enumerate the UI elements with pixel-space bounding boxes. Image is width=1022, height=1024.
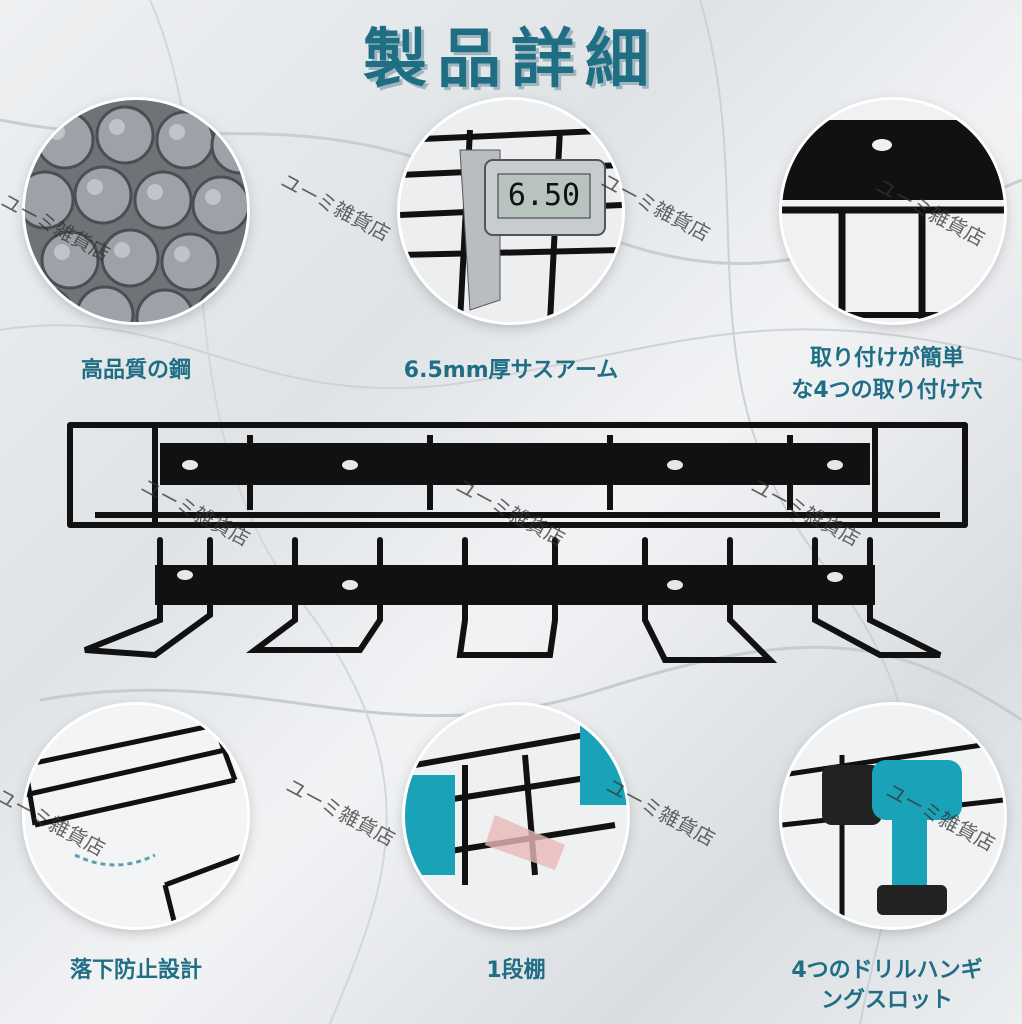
steel-bars-image xyxy=(25,100,247,322)
feature-label-antifall: 落下防止設計 xyxy=(69,958,202,983)
feature-label-holes-line2: な4つの取り付け穴 xyxy=(791,378,983,403)
page-title: 製品詳細 xyxy=(363,23,659,97)
feature-label-shelf: 1段棚 xyxy=(486,958,546,983)
feature-label-steel: 高品質の鋼 xyxy=(80,358,191,383)
mounting-holes-image xyxy=(782,100,1004,322)
watermark: ユーミ雑貨店 xyxy=(281,773,400,852)
feature-label-holes-line1: 取り付けが簡単 xyxy=(809,346,964,371)
watermark: ユーミ雑貨店 xyxy=(276,168,395,247)
feature-label-drill-line1: 4つのドリルハンギ xyxy=(791,958,983,983)
caliper-image xyxy=(400,100,622,322)
feature-label-arm: 6.5mm厚サスアーム xyxy=(403,358,619,383)
caliper-reading: 6.50 xyxy=(507,178,581,213)
drill-hanging-image xyxy=(782,705,1004,927)
tool-rack-image xyxy=(67,422,968,663)
feature-label-drill-line2: ングスロット xyxy=(820,988,953,1013)
single-shelf-image xyxy=(405,705,627,927)
anti-fall-image xyxy=(25,705,247,927)
